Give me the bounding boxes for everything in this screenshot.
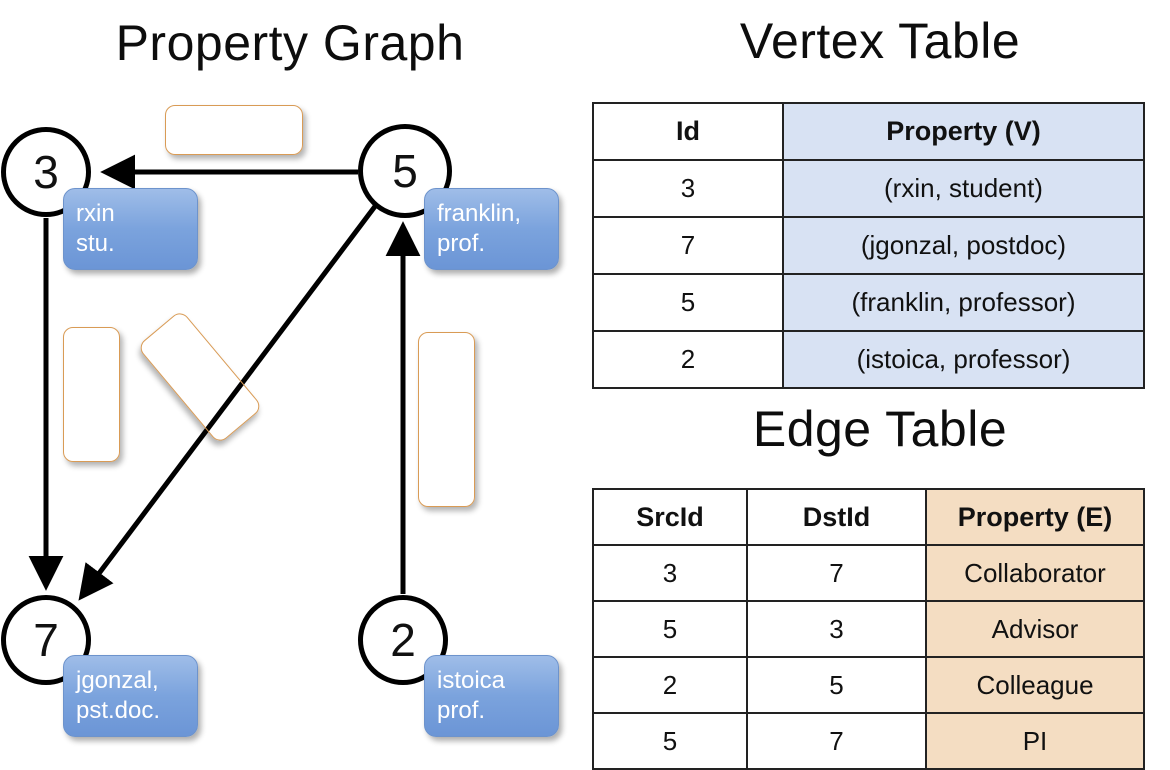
vertex-table: Id Property (V) 3 (rxin, student) 7 (jgo… <box>592 102 1145 389</box>
vertex-property-3-line2: stu. <box>76 230 115 257</box>
edge-label-colleague-text: Colleague <box>432 358 462 481</box>
edge-table-header-property: Property (E) <box>925 488 1145 546</box>
edge-row-1-srcid: 5 <box>592 600 748 658</box>
vertex-property-2-line1: istoica <box>437 667 506 694</box>
vertex-table-header-property: Property (V) <box>782 102 1145 161</box>
vertex-row-3-property: (istoica, professor) <box>782 330 1145 389</box>
table-row[interactable]: 7 (jgonzal, postdoc) <box>592 216 1145 275</box>
vertex-row-0-id: 3 <box>592 159 784 218</box>
edge-row-3-dstid: 7 <box>746 712 927 770</box>
edge-row-3-srcid: 5 <box>592 712 748 770</box>
edge-table-header-row: SrcId DstId Property (E) <box>592 488 1145 546</box>
edge-table-header-dstid: DstId <box>746 488 927 546</box>
graph-node-2[interactable]: 2 <box>358 595 448 685</box>
vertex-table-header-row: Id Property (V) <box>592 102 1145 161</box>
edge-row-2-dstid: 5 <box>746 656 927 714</box>
edge-row-2-property: Colleague <box>925 656 1145 714</box>
edge-table-header-srcid: SrcId <box>592 488 748 546</box>
vertex-property-3-line1: rxin <box>76 200 115 227</box>
vertex-property-2-line2: prof. <box>437 697 486 724</box>
edge-5-to-7 <box>78 203 378 601</box>
vertex-row-0-property: (rxin, student) <box>782 159 1145 218</box>
property-graph-panel: Property Graph 3 5 7 2 rxin stu. frankli… <box>0 0 585 760</box>
edge-row-0-property: Collaborator <box>925 544 1145 602</box>
table-row[interactable]: 5 3 Advisor <box>592 600 1145 658</box>
graph-node-3-label: 3 <box>33 146 59 198</box>
edge-label-advisor: Advisor <box>165 105 303 155</box>
vertex-row-2-property: (franklin, professor) <box>782 273 1145 332</box>
edge-row-1-dstid: 3 <box>746 600 927 658</box>
vertex-property-5-line1: franklin, <box>437 200 522 227</box>
table-row[interactable]: 2 5 Colleague <box>592 656 1145 714</box>
vertex-row-2-id: 5 <box>592 273 784 332</box>
edge-row-3-property: PI <box>925 712 1145 770</box>
table-row[interactable]: 2 (istoica, professor) <box>592 330 1145 389</box>
graph-node-5-label: 5 <box>392 145 418 197</box>
graph-node-7-label: 7 <box>33 614 59 666</box>
vertex-row-1-id: 7 <box>592 216 784 275</box>
vertex-table-header-id: Id <box>592 102 784 161</box>
edge-label-collab-text: Collab. <box>77 352 108 437</box>
vertex-property-5-line2: prof. <box>437 230 486 257</box>
vertex-row-1-property: (jgonzal, postdoc) <box>782 216 1145 275</box>
vertex-property-7-line1: jgonzal, <box>76 667 159 694</box>
page-title-vertex-table: Vertex Table <box>739 13 1021 69</box>
edge-row-1-property: Advisor <box>925 600 1145 658</box>
table-row[interactable]: 5 (franklin, professor) <box>592 273 1145 332</box>
graph-edges-svg <box>28 154 421 601</box>
page-title-property-graph: Property Graph <box>115 15 465 71</box>
edge-row-2-srcid: 2 <box>592 656 748 714</box>
vertex-property-7-line2: pst.doc. <box>76 697 161 724</box>
graph-node-5[interactable]: 5 <box>358 124 452 218</box>
edge-label-colleague: Colleague <box>418 332 475 507</box>
vertex-row-3-id: 2 <box>592 330 784 389</box>
edge-table: SrcId DstId Property (E) 3 7 Collaborato… <box>592 488 1145 770</box>
table-row[interactable]: 3 7 Collaborator <box>592 544 1145 602</box>
page-title-edge-table: Edge Table <box>752 401 1008 457</box>
table-row[interactable]: 5 7 PI <box>592 712 1145 770</box>
vertex-property-box-2: istoica prof. <box>424 655 559 737</box>
edge-row-0-dstid: 7 <box>746 544 927 602</box>
vertex-property-box-7: jgonzal, pst.doc. <box>63 655 198 737</box>
table-row[interactable]: 3 (rxin, student) <box>592 159 1145 218</box>
edge-label-pi-text: PI <box>185 364 216 390</box>
edge-label-advisor-text: Advisor <box>188 114 280 145</box>
edge-label-collab: Collab. <box>63 327 120 462</box>
graph-node-2-label: 2 <box>390 614 416 666</box>
vertex-property-box-3: rxin stu. <box>63 188 198 270</box>
vertex-property-box-5: franklin, prof. <box>424 188 559 270</box>
edge-row-0-srcid: 3 <box>592 544 748 602</box>
